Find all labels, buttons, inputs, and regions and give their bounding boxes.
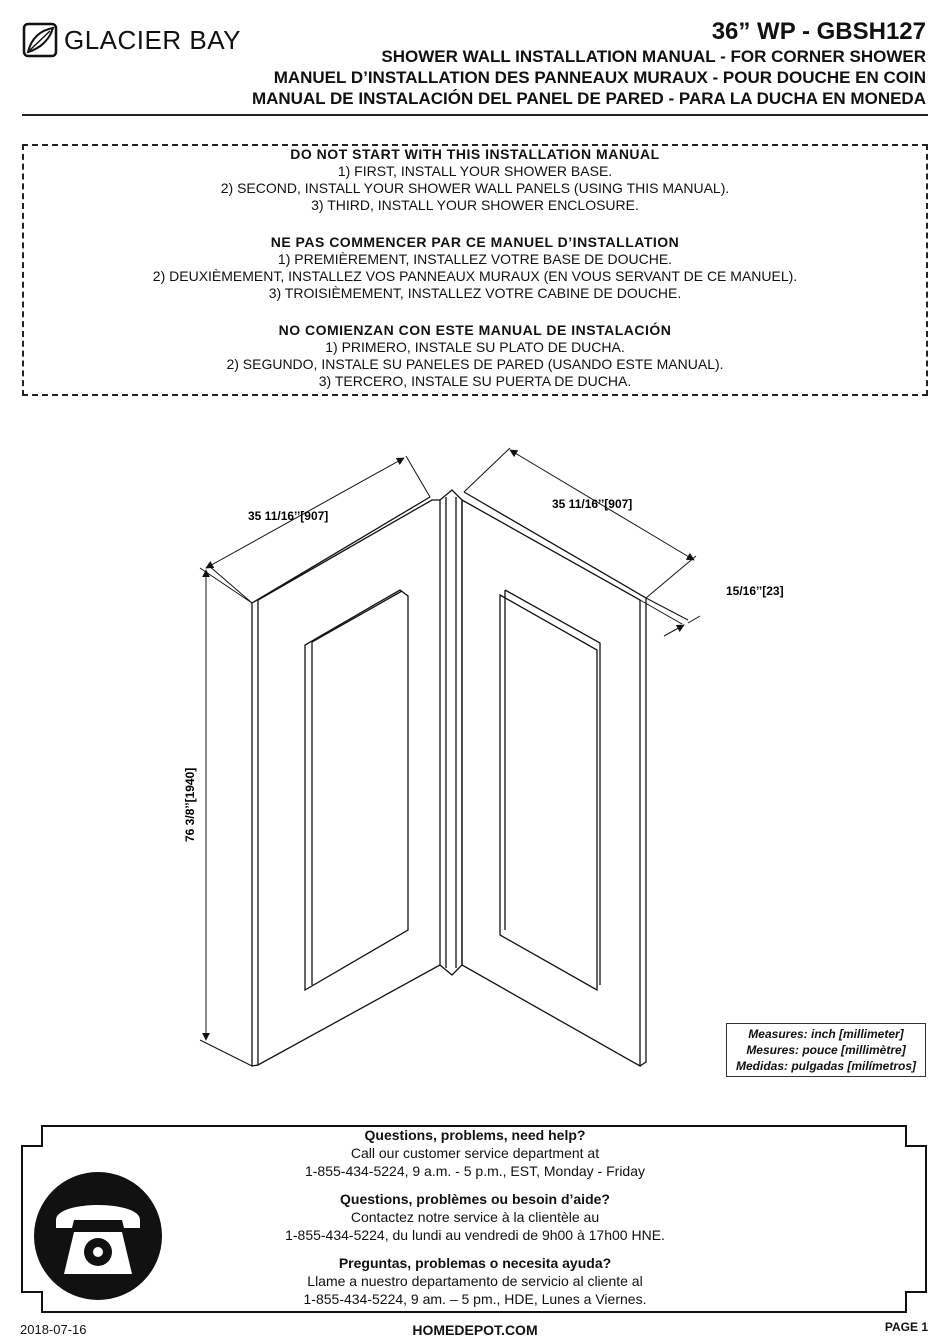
notice-text: DO NOT START WITH THIS INSTALLATION MANU… <box>22 146 928 390</box>
help-phone-en: 1-855-434-5224, 9 a.m. - 5 p.m., EST, Mo… <box>304 1163 646 1179</box>
leaf-logo-icon <box>22 22 58 58</box>
measures-fr: Mesures: pouce [millimètre] <box>746 1043 906 1057</box>
notice-line: 3) THIRD, INSTALL YOUR SHOWER ENCLOSURE. <box>311 197 639 213</box>
help-line: Contactez notre service à la clientèle a… <box>350 1209 600 1225</box>
panel-outlines <box>251 489 647 1068</box>
footer-date: 2018-07-16 <box>20 1322 87 1337</box>
corner-seam <box>439 489 463 976</box>
help-line: Call our customer service department at <box>350 1145 600 1161</box>
help-heading-fr: Questions, problèmes ou besoin d’aide? <box>340 1191 610 1207</box>
help-line: Llame a nuestro departamento de servicio… <box>307 1273 643 1289</box>
notice-line: 2) SEGUNDO, INSTALE SU PANELES DE PARED … <box>226 356 724 372</box>
help-heading-en: Questions, problems, need help? <box>364 1127 586 1143</box>
left-panel-recess <box>304 589 409 992</box>
notice-heading-en: DO NOT START WITH THIS INSTALLATION MANU… <box>290 146 660 162</box>
corner-panel-diagram: 35 11/16’’[907] 35 11/16’’[907] 15/16’’[… <box>183 447 784 1068</box>
brand-logo: GLACIER BAY <box>22 20 241 60</box>
notice-line: 3) TERCERO, INSTALE SU PUERTA DE DUCHA. <box>318 373 632 389</box>
dimension-lines <box>199 447 701 1067</box>
thickness-label: 15/16’’[23] <box>726 584 784 598</box>
help-box <box>21 1125 927 1313</box>
right-panel <box>461 498 641 1068</box>
notice-line: 1) PRIMERO, INSTALE SU PLATO DE DUCHA. <box>325 339 625 355</box>
help-phone-es: 1-855-434-5224, 9 am. – 5 pm., HDE, Lune… <box>303 1291 647 1307</box>
measures-legend: Measures: inch [millimeter] Mesures: pou… <box>726 1023 926 1077</box>
model-number: 36” WP - GBSH127 <box>711 18 926 45</box>
title-en: SHOWER WALL INSTALLATION MANUAL - FOR CO… <box>381 47 926 66</box>
notice-line: 2) DEUXIÈMEMENT, INSTALLEZ VOS PANNEAUX … <box>152 268 798 284</box>
help-phone-fr: 1-855-434-5224, du lundi au vendredi de … <box>285 1227 665 1243</box>
notice-line: 1) PREMIÈREMENT, INSTALLEZ VOTRE BASE DE… <box>277 251 673 267</box>
title-es: MANUAL DE INSTALACIÓN DEL PANEL DE PARED… <box>251 89 926 108</box>
measures-en: Measures: inch [millimeter] <box>748 1027 904 1041</box>
manual-titles: SHOWER WALL INSTALLATION MANUAL - FOR CO… <box>252 46 926 109</box>
notice-box <box>22 144 928 396</box>
notice-heading-fr: NE PAS COMMENCER PAR CE MANUEL D’INSTALL… <box>270 234 680 250</box>
title-fr: MANUEL D’INSTALLATION DES PANNEAUX MURAU… <box>273 68 926 87</box>
right-panel-recess <box>499 593 598 992</box>
notice-line: 3) TROISIÈMEMENT, INSTALLEZ VOTRE CABINE… <box>268 285 682 301</box>
help-heading-es: Preguntas, problemas o necesita ayuda? <box>338 1255 612 1271</box>
left-width-label: 35 11/16’’[907] <box>248 509 328 523</box>
header-divider <box>22 114 928 116</box>
brand-name: GLACIER BAY <box>64 24 241 55</box>
notice-heading-es: NO COMIENZAN CON ESTE MANUAL DE INSTALAC… <box>278 322 672 338</box>
page-number: PAGE 1 <box>884 1320 928 1334</box>
right-width-label: 35 11/16’’[907] <box>552 497 632 511</box>
notice-line: 1) FIRST, INSTALL YOUR SHOWER BASE. <box>337 163 613 179</box>
height-label: 76 3/8’’[1940] <box>183 768 197 842</box>
telephone-icon <box>34 1172 162 1300</box>
footer-website: HOMEDEPOT.COM <box>412 1322 538 1338</box>
measures-es: Medidas: pulgadas [milímetros] <box>735 1059 917 1073</box>
left-panel <box>257 499 441 1067</box>
notice-line: 2) SECOND, INSTALL YOUR SHOWER WALL PANE… <box>220 180 730 196</box>
left-width-line <box>205 457 405 569</box>
help-text: Questions, problems, need help? Call our… <box>200 1126 750 1308</box>
thickness-line <box>663 624 685 637</box>
right-width-line <box>509 449 695 561</box>
